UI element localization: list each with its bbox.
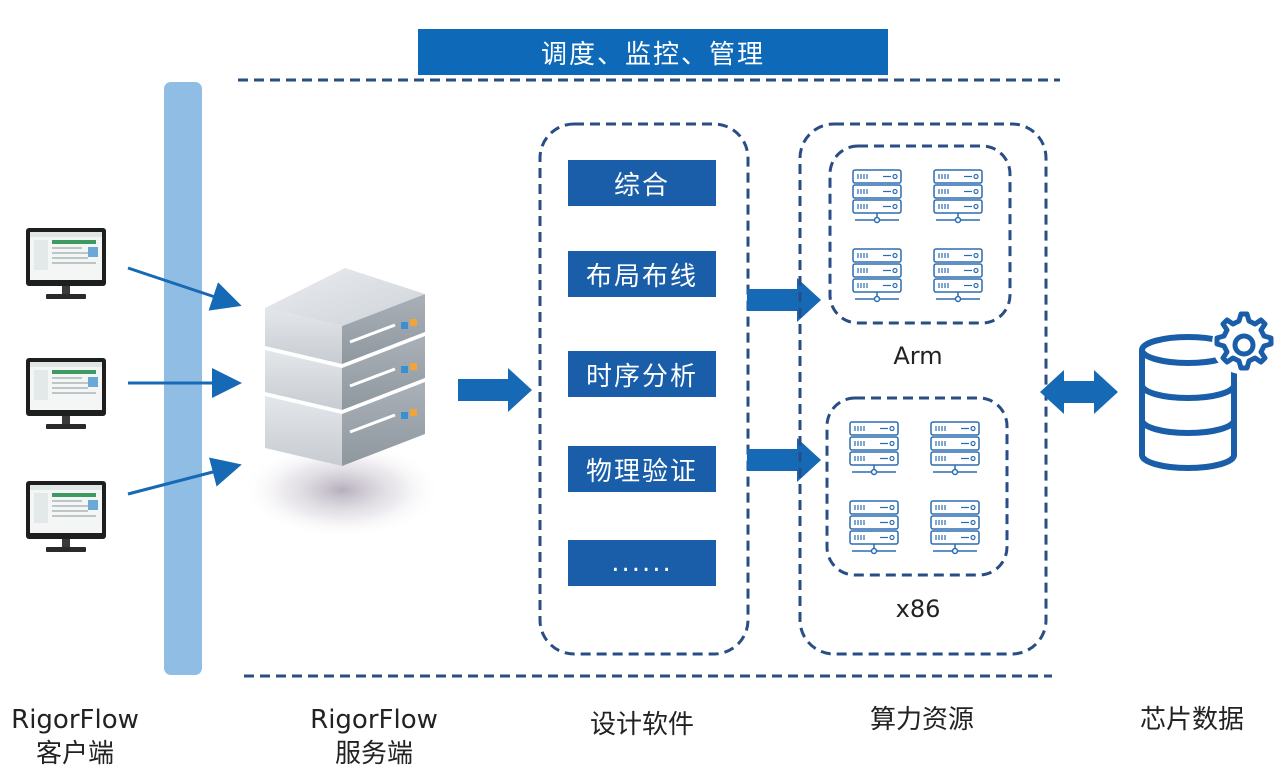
rack-server-icon <box>849 421 899 476</box>
x86-cluster-label: x86 <box>895 595 941 623</box>
server-label-line2: 服务端 <box>334 739 413 769</box>
rack-server-icon <box>933 248 983 303</box>
client-bus-bar <box>164 82 202 675</box>
client-arrow <box>127 266 242 311</box>
design-software-label: 设计软件 <box>589 710 694 740</box>
server-column-label: RigorFlow 服务端 <box>298 703 450 771</box>
client-column-label: RigorFlow 客户端 <box>0 703 150 771</box>
rack-server-icon <box>930 421 980 476</box>
gear-icon <box>1212 311 1274 374</box>
module-more: ...... <box>568 540 716 586</box>
compute-data-double-arrow <box>1040 370 1118 414</box>
compute-resources-container <box>798 122 1048 656</box>
client-label-line1: RigorFlow <box>11 705 139 735</box>
arm-cluster-box <box>828 144 1012 325</box>
client-label-line2: 客户端 <box>35 739 114 769</box>
rack-server-icon <box>930 500 980 555</box>
database-gear-icon <box>1139 334 1237 471</box>
server-stack-icon <box>242 268 442 538</box>
module-physical-verification: 物理验证 <box>568 446 716 492</box>
module-timing-analysis: 时序分析 <box>568 351 716 397</box>
client-monitor-icon <box>26 481 106 552</box>
arm-cluster-label: Arm <box>893 342 943 370</box>
server-to-design-arrow <box>458 368 532 412</box>
server-label-line1: RigorFlow <box>310 705 438 735</box>
rack-server-icon <box>849 500 899 555</box>
design-to-x86-arrow <box>747 438 821 482</box>
scheduling-monitoring-banner: 调度、监控、管理 <box>418 29 888 75</box>
client-monitor-icon <box>26 358 106 429</box>
rack-server-icon <box>933 169 983 224</box>
rack-server-icon <box>852 169 902 224</box>
design-to-arm-arrow <box>747 278 821 322</box>
module-place-and-route: 布局布线 <box>568 251 716 297</box>
rack-server-icon <box>852 248 902 303</box>
x86-cluster-box <box>825 396 1009 577</box>
client-monitor-icon <box>26 228 106 299</box>
chip-data-label: 芯片数据 <box>1139 705 1244 735</box>
client-arrow <box>127 457 242 496</box>
module-synthesis: 综合 <box>568 160 716 206</box>
compute-resources-label: 算力资源 <box>869 705 974 735</box>
design-software-container <box>538 122 750 656</box>
